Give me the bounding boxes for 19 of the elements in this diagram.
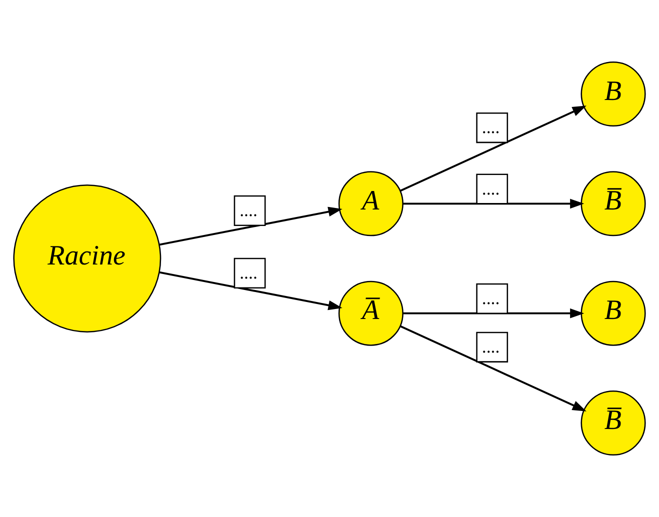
edge-label: .... xyxy=(240,200,258,220)
arrow xyxy=(400,106,586,192)
node-circle: B̅ xyxy=(580,171,646,236)
node-circle: A̅ xyxy=(338,280,404,346)
arrow xyxy=(159,271,342,310)
edge-label: .... xyxy=(482,336,500,356)
arrow xyxy=(159,206,342,246)
arrow xyxy=(403,308,584,318)
node-circle: Racine xyxy=(13,184,162,332)
edge-label: .... xyxy=(240,262,258,283)
arrow xyxy=(400,325,586,412)
node-circle: B xyxy=(580,61,646,126)
arrow xyxy=(403,198,584,209)
edge-label: .... xyxy=(482,117,500,138)
edge-label: .... xyxy=(482,178,500,198)
node-circle: B̅ xyxy=(580,390,646,456)
edge-label: .... xyxy=(482,288,500,308)
node-circle: A xyxy=(338,171,404,236)
node-circle: B xyxy=(580,280,646,346)
